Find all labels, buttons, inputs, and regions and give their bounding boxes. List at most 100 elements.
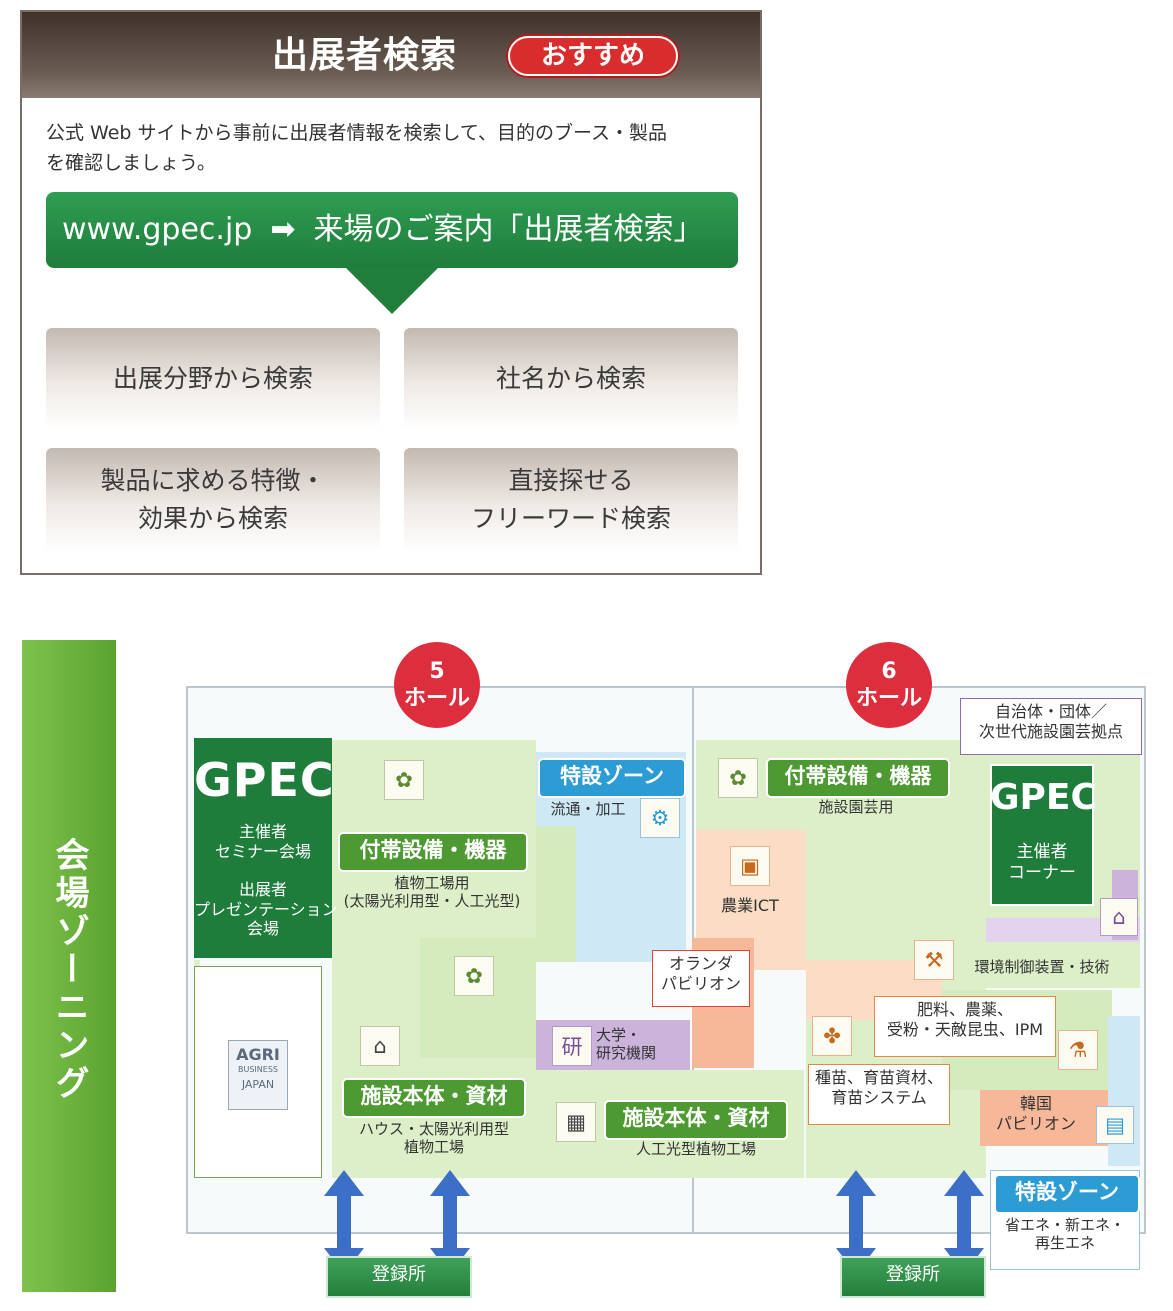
equipment-plant-line-2: (太陽光利用型・人工光型) — [343, 892, 521, 911]
search-by-company-button[interactable]: 社名から検索 — [404, 328, 738, 430]
sprout-icon: ✿ — [384, 760, 424, 800]
exhibitor-presentation-line-1: 出展者 — [238, 880, 287, 899]
registration-desk-hall-5: 登録所 — [326, 1256, 472, 1298]
organizer-seminar-block — [194, 738, 332, 958]
organizer-seminar-label: 主催者 セミナー会場 — [194, 822, 332, 861]
intro-line-2: を確認しましょう。 — [46, 152, 216, 174]
search-by-field-button[interactable]: 出展分野から検索 — [46, 328, 380, 430]
equipment-horti-label: 施設園芸用 — [818, 798, 894, 816]
hall-6-label: ホール — [855, 686, 922, 711]
facility-house-label: ハウス・太陽光利用型 植物工場 — [332, 1120, 536, 1157]
facility-artificial-title: 施設本体・資材 — [604, 1100, 788, 1140]
sprout-icon: ✿ — [718, 758, 758, 798]
special-energy-line-2: 再生エネ — [1034, 1234, 1095, 1253]
env-control-label: 環境制御装置・技術 — [974, 958, 1110, 976]
control-device-icon: ⚒ — [914, 940, 954, 980]
search-by-field-label: 出展分野から検索 — [112, 364, 313, 393]
special-distribution-label: 流通・加工 — [550, 800, 626, 818]
search-title: 出展者検索 — [272, 35, 458, 76]
netherlands-line-2: パビリオン — [660, 974, 741, 993]
university-line-2: 研究機関 — [596, 1044, 657, 1063]
facility-house-title: 施設本体・資材 — [342, 1078, 526, 1118]
monitor-icon: ▣ — [730, 846, 770, 886]
organizer-seminar-line-2: セミナー会場 — [214, 841, 311, 861]
blue-double-arrow-icon — [324, 1170, 364, 1274]
korea-line-1: 韓国 — [1019, 1094, 1052, 1113]
hall-6-badge: 6 ホール — [846, 642, 932, 728]
equipment-plant-line-1: 植物工場用 — [394, 874, 470, 892]
ict-label: 農業ICT — [721, 896, 779, 915]
agri-logo-line-2: BUSINESS — [238, 1065, 278, 1074]
special-energy-line-1: 省エネ・新エネ・ — [1004, 1216, 1125, 1234]
agri-logo-line-3: JAPAN — [241, 1078, 275, 1091]
search-by-feature-button[interactable]: 製品に求める特徴・ 効果から検索 — [46, 448, 380, 552]
facility-house-line-1: ハウス・太陽光利用型 — [358, 1120, 509, 1138]
gpec-logo: GPEC — [194, 753, 335, 807]
facility-artificial-label: 人工光型植物工場 — [635, 1140, 756, 1158]
organizer-corner-block — [990, 764, 1094, 906]
municipality-line-2: 次世代施設園芸拠点 — [978, 722, 1123, 741]
free-word-label-line-1: 直接探せる — [508, 466, 634, 495]
exhibitor-search-panel: 出展者検索 おすすめ 公式 Web サイトから事前に出展者情報を検索して、目的の… — [20, 10, 762, 575]
free-word-label-line-2: フリーワード検索 — [470, 504, 671, 533]
university-line-1: 大学・ — [596, 1026, 642, 1044]
zone-korea — [980, 1090, 1112, 1146]
fertilizer-label: 肥料、農薬、 受粉・天敵昆虫、IPM — [874, 996, 1056, 1057]
down-arrow-icon — [346, 268, 438, 314]
zone-special-distribution-sub — [536, 826, 576, 962]
zone-equipment-top — [450, 740, 530, 796]
exhibitor-presentation-label: 出展者 プレゼンテーション 会場 — [194, 880, 338, 939]
equipment-plant-title: 付帯設備・機器 — [338, 832, 528, 872]
netherlands-line-1: オランダ — [668, 954, 733, 973]
equipment-horti-title: 付帯設備・機器 — [766, 758, 950, 798]
hall-5-label: ホール — [403, 686, 470, 711]
organizer-seminar-line-1: 主催者 — [238, 822, 287, 841]
building-icon: ⌂ — [1100, 898, 1138, 936]
zoning-title: 会場ゾーニング — [49, 837, 89, 1103]
feature-label-line-1: 製品に求める特徴・ — [100, 466, 326, 495]
factory-icon: ▦ — [556, 1102, 596, 1142]
blue-double-arrow-icon — [836, 1170, 876, 1274]
facility-house-line-2: 植物工場 — [403, 1138, 464, 1157]
blue-double-arrow-icon — [430, 1170, 470, 1274]
municipality-line-1: 自治体・団体／ — [994, 702, 1107, 721]
university-label: 大学・ 研究機関 — [596, 1026, 686, 1063]
special-energy-title: 特設ゾーン — [994, 1174, 1140, 1214]
organizer-corner-line-2: コーナー — [1008, 862, 1076, 883]
municipality-label: 自治体・団体／ 次世代施設園芸拠点 — [960, 698, 1142, 755]
zone-bottom-green — [806, 1146, 986, 1178]
free-word-search-button[interactable]: 直接探せる フリーワード検索 — [404, 448, 738, 552]
url-text[interactable]: www.gpec.jp — [62, 212, 253, 247]
fertilizer-line-2: 受粉・天敵昆虫、IPM — [886, 1020, 1044, 1039]
university-icon: 研 — [552, 1026, 592, 1066]
special-energy-label: 省エネ・新エネ・ 再生エネ — [990, 1216, 1140, 1253]
seeds-line-2: 育苗システム — [831, 1088, 927, 1107]
hall-6-number: 6 — [881, 659, 897, 684]
zoning-sidebar — [22, 640, 116, 1292]
search-intro: 公式 Web サイトから事前に出展者情報を検索して、目的のブース・製品 を確認し… — [46, 118, 746, 178]
conveyor-icon: ⚙ — [640, 798, 680, 838]
equipment-plant-label: 植物工場用 (太陽光利用型・人工光型) — [334, 874, 530, 911]
registration-desk-hall-6: 登録所 — [840, 1256, 986, 1298]
intro-line-1: 公式 Web サイトから事前に出展者情報を検索して、目的のブース・製品 — [46, 122, 668, 144]
pesticide-icon: ⚗ — [1058, 1030, 1098, 1070]
greenhouse-icon: ⌂ — [360, 1026, 400, 1066]
exhibitor-presentation-line-2: プレゼンテーション — [194, 899, 338, 919]
seeds-line-1: 種苗、育苗資材、 — [814, 1068, 943, 1087]
organizer-corner-line-1: 主催者 — [1016, 842, 1068, 862]
organizer-corner-label: 主催者 コーナー — [990, 842, 1094, 883]
hall-5-number: 5 — [429, 659, 445, 684]
feature-label-line-2: 効果から検索 — [137, 504, 288, 533]
gpec-logo-corner: GPEC — [990, 777, 1097, 818]
special-zone-title: 特設ゾーン — [538, 758, 686, 798]
url-bar[interactable]: www.gpec.jp➡来場のご案内「出展者検索」 — [46, 192, 738, 268]
zone-spacer — [194, 960, 200, 970]
blue-double-arrow-icon — [944, 1170, 984, 1274]
hall-5-badge: 5 ホール — [394, 642, 480, 728]
right-arrow-icon: ➡ — [270, 212, 296, 247]
fertilizer-line-1: 肥料、農薬、 — [916, 1000, 1013, 1019]
solar-panel-icon: ▤ — [1096, 1106, 1134, 1144]
agri-logo-line-1: AGRI — [236, 1045, 280, 1064]
seedling-icon: ✤ — [812, 1016, 852, 1056]
netherlands-pavilion: オランダ パビリオン — [652, 950, 750, 1007]
